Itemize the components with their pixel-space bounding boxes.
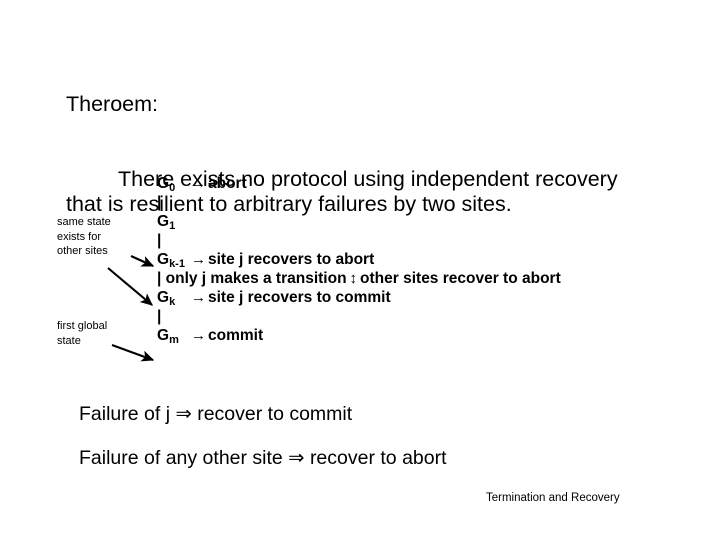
slide-footer: Termination and Recovery <box>486 492 620 504</box>
arrow-same-state-to-gk <box>107 267 153 306</box>
transition-note-right: other sites recover to abort <box>360 270 561 287</box>
state-subscript-gk: k <box>169 296 176 308</box>
state-subscript-g1: 1 <box>169 220 176 232</box>
connector-bar-2: | <box>157 232 162 249</box>
right-arrow-icon: → <box>191 289 206 306</box>
state-subscript-gm: m <box>169 334 179 346</box>
annotation-first-global-state: first global state <box>57 320 108 347</box>
state-outcome-gm: commit <box>208 327 264 344</box>
conclusion-line-1: Failure of j ⇒ recover to commit <box>79 403 353 425</box>
theorem-title: Theroem: <box>66 92 159 116</box>
right-arrow-icon: → <box>191 175 206 192</box>
state-outcome-gk1: site j recovers to abort <box>208 251 375 268</box>
right-arrow-icon: → <box>191 327 206 344</box>
connector-bar-3: | <box>157 308 162 325</box>
up-down-arrow-icon: ↕ <box>349 270 358 287</box>
state-label-g0: G0 <box>157 175 176 194</box>
state-row-g1: G1 <box>157 212 561 232</box>
connector-bar-1: | <box>157 194 162 211</box>
conclusion-line-2: Failure of any other site ⇒ recover to a… <box>79 447 447 469</box>
state-row-g0: G0 →abort <box>157 174 561 194</box>
state-row-gk1: Gk-1 →site j recovers to abort <box>157 250 561 270</box>
theorem-block: Theroem: There exists no protocol using … <box>66 42 646 267</box>
state-label-gk1: Gk-1 <box>157 251 185 270</box>
state-subscript-g0: 0 <box>169 182 176 194</box>
state-label-gk: Gk <box>157 289 176 308</box>
right-arrow-icon: → <box>191 251 206 268</box>
state-outcome-g0: abort <box>208 175 247 192</box>
state-label-gm: Gm <box>157 327 179 346</box>
transition-note-row: | only j makes a transition↕other sites … <box>157 269 561 288</box>
state-row-gk: Gk →site j recovers to commit <box>157 288 561 308</box>
state-subscript-gk1: k-1 <box>169 258 185 270</box>
annotation-same-state: same state exists for other sites <box>57 216 111 257</box>
state-outcome-gk: site j recovers to commit <box>208 289 391 306</box>
state-row-gm: Gm →commit <box>157 326 561 346</box>
transition-note-left: | only j makes a transition <box>157 270 347 287</box>
theorem-body: There exists no protocol using independe… <box>66 167 624 216</box>
state-label-g1: G1 <box>157 213 176 232</box>
state-chain: G0→abort | G1 | Gk-1→site j recovers to … <box>157 174 561 346</box>
